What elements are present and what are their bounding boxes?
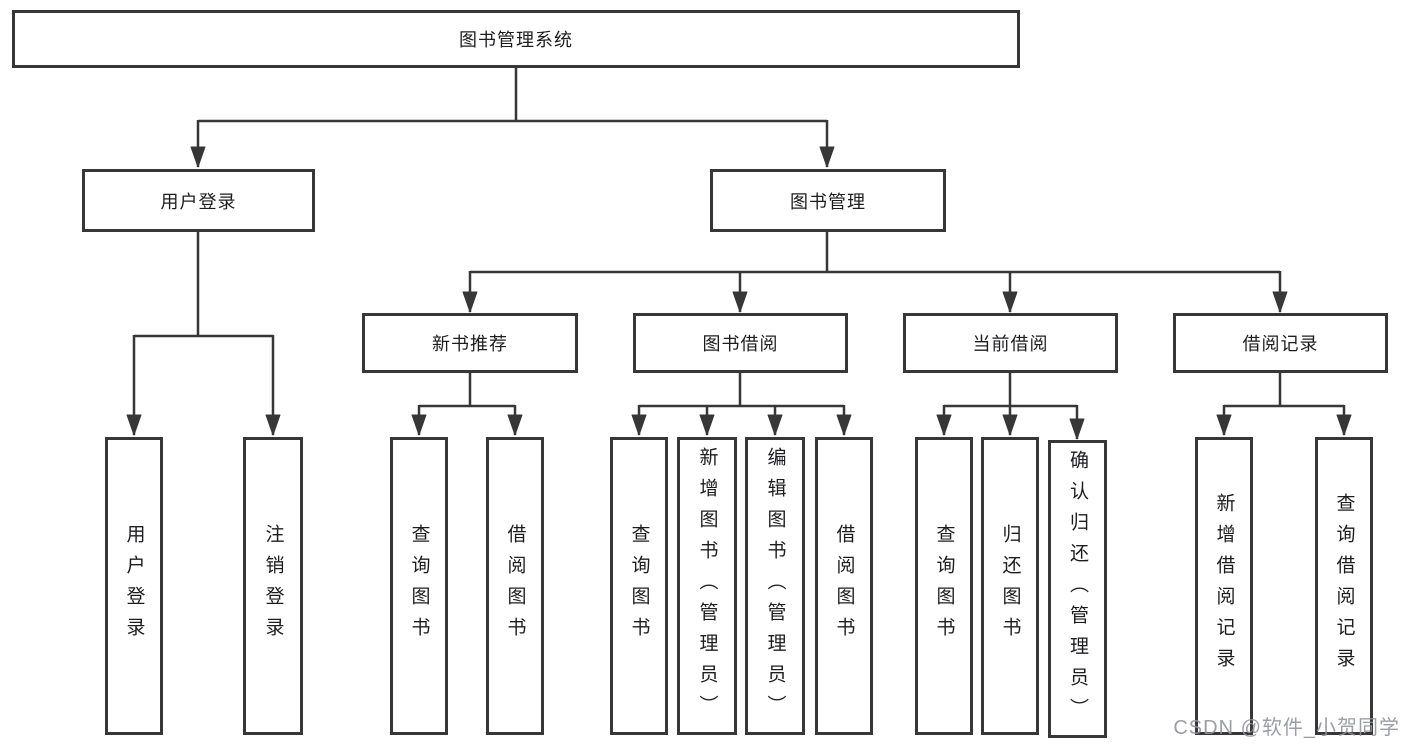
leaf-records-query-record: 查询借阅记录 [1315, 437, 1373, 735]
node-book-borrow: 图书借阅 [633, 313, 848, 373]
node-label: 借阅图书 [504, 524, 526, 648]
leaf-logout: 注销登录 [243, 437, 303, 735]
leaf-borrow-query-book: 查询图书 [610, 437, 668, 735]
connector-borrow-bus [639, 373, 844, 408]
leaf-newrec-borrow-book: 借阅图书 [486, 437, 544, 735]
leaf-borrow-edit-book-admin: 编辑图书（管理员） [745, 437, 805, 735]
node-current-borrow: 当前借阅 [903, 313, 1118, 373]
node-label: 查询图书 [628, 524, 650, 648]
connector-records-bus [1224, 373, 1344, 408]
leaf-current-query-book: 查询图书 [915, 437, 973, 735]
csdn-watermark: CSDN @软件_小贺同学 [1173, 717, 1400, 739]
leaf-records-add-record: 新增借阅记录 [1195, 437, 1253, 735]
node-label: 编辑图书（管理员） [764, 446, 786, 726]
node-label: 查询图书 [408, 524, 430, 648]
node-label: 新书推荐 [432, 334, 508, 354]
node-label: 借阅图书 [833, 524, 855, 648]
leaf-current-return-book: 归还图书 [981, 437, 1039, 735]
node-label: 用户登录 [123, 524, 145, 648]
node-label: 归还图书 [999, 524, 1021, 648]
node-label: 查询图书 [933, 524, 955, 648]
leaf-newrec-query-book: 查询图书 [390, 437, 448, 735]
node-label: 借阅记录 [1242, 334, 1319, 354]
connector-bookmgmt-bus [470, 232, 1280, 274]
node-user-login: 用户登录 [82, 169, 315, 232]
node-label: 新增借阅记录 [1213, 493, 1235, 679]
leaf-user-login: 用户登录 [105, 437, 163, 735]
node-label: 图书管理系统 [459, 30, 573, 50]
node-label: 图书管理 [790, 191, 866, 212]
node-label: 图书借阅 [702, 334, 779, 354]
node-label: 新增图书（管理员） [696, 446, 718, 726]
connector-newrec-bus [419, 373, 515, 408]
node-label: 查询借阅记录 [1333, 493, 1355, 679]
connector-current-bus [944, 373, 1077, 408]
node-library-system: 图书管理系统 [12, 10, 1020, 68]
node-new-book-recommend: 新书推荐 [362, 313, 578, 373]
node-borrow-records: 借阅记录 [1173, 313, 1388, 373]
leaf-borrow-add-book-admin: 新增图书（管理员） [677, 437, 737, 735]
leaf-borrow-borrow-book: 借阅图书 [815, 437, 873, 735]
connectors [126, 68, 1352, 440]
node-label: 当前借阅 [972, 334, 1049, 354]
node-label: 注销登录 [262, 524, 284, 648]
connector-root-bus [198, 68, 827, 123]
connector-userlogin-bus [134, 232, 273, 338]
node-book-management: 图书管理 [710, 169, 946, 232]
leaf-current-confirm-return-admin: 确认归还（管理员） [1048, 440, 1107, 738]
node-label: 确认归还（管理员） [1067, 449, 1088, 729]
node-label: 用户登录 [160, 191, 237, 212]
